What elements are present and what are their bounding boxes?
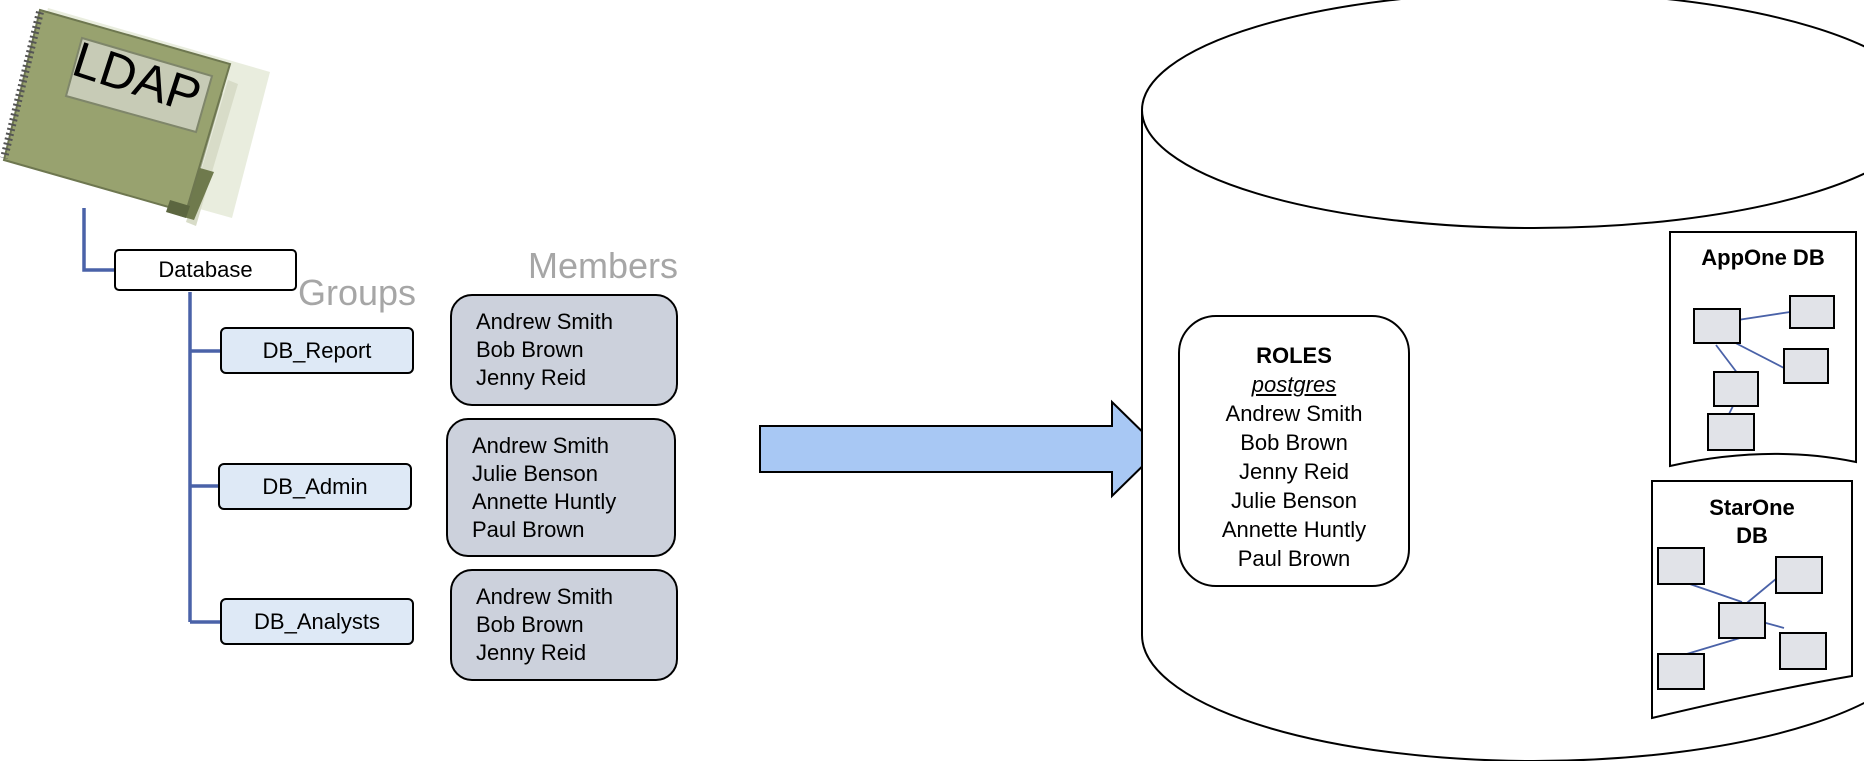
members-db-report: Andrew Smith Bob Brown Jenny Reid xyxy=(450,294,678,406)
member-name: Andrew Smith xyxy=(476,309,613,334)
member-name: Jenny Reid xyxy=(476,365,587,390)
group-db-analysts: DB_Analysts xyxy=(220,598,414,645)
member-name: Andrew Smith xyxy=(472,433,609,458)
role-item: Julie Benson xyxy=(1231,488,1357,513)
tree-connectors xyxy=(82,208,222,624)
member-name: Annette Huntly xyxy=(472,489,617,514)
role-item: Andrew Smith xyxy=(1225,401,1363,426)
member-name: Bob Brown xyxy=(476,612,584,637)
group-db-report: DB_Report xyxy=(220,327,414,374)
member-name: Bob Brown xyxy=(476,337,584,362)
role-item: Jenny Reid xyxy=(1238,459,1350,484)
members-header: Members xyxy=(528,245,679,286)
role-item: Bob Brown xyxy=(1240,430,1348,455)
starone-db-title: StarOne DB xyxy=(1709,495,1795,548)
role-postgres: postgres xyxy=(1251,372,1337,397)
members-db-admin: Andrew Smith Julie Benson Annette Huntly… xyxy=(446,418,676,557)
members-db-analysts: Andrew Smith Bob Brown Jenny Reid xyxy=(450,569,678,681)
group-db-admin: DB_Admin xyxy=(218,463,412,510)
role-item: Annette Huntly xyxy=(1221,517,1367,542)
roles-title: ROLES xyxy=(1256,343,1332,368)
member-name: Andrew Smith xyxy=(476,584,613,609)
member-name: Paul Brown xyxy=(472,517,585,542)
sync-arrow xyxy=(759,399,1162,499)
role-item: Paul Brown xyxy=(1237,546,1351,571)
roles-box: ROLES postgres Andrew Smith Bob Brown Je… xyxy=(1178,315,1410,587)
appone-db-document xyxy=(1669,231,1857,468)
appone-db-title: AppOne DB xyxy=(1701,245,1825,270)
groups-header: Groups xyxy=(298,272,417,313)
starone-db-document xyxy=(1651,480,1853,720)
member-name: Julie Benson xyxy=(472,461,598,486)
ldap-notebook-icon xyxy=(0,8,270,226)
member-name: Jenny Reid xyxy=(476,640,587,665)
database-node: Database xyxy=(114,249,297,291)
